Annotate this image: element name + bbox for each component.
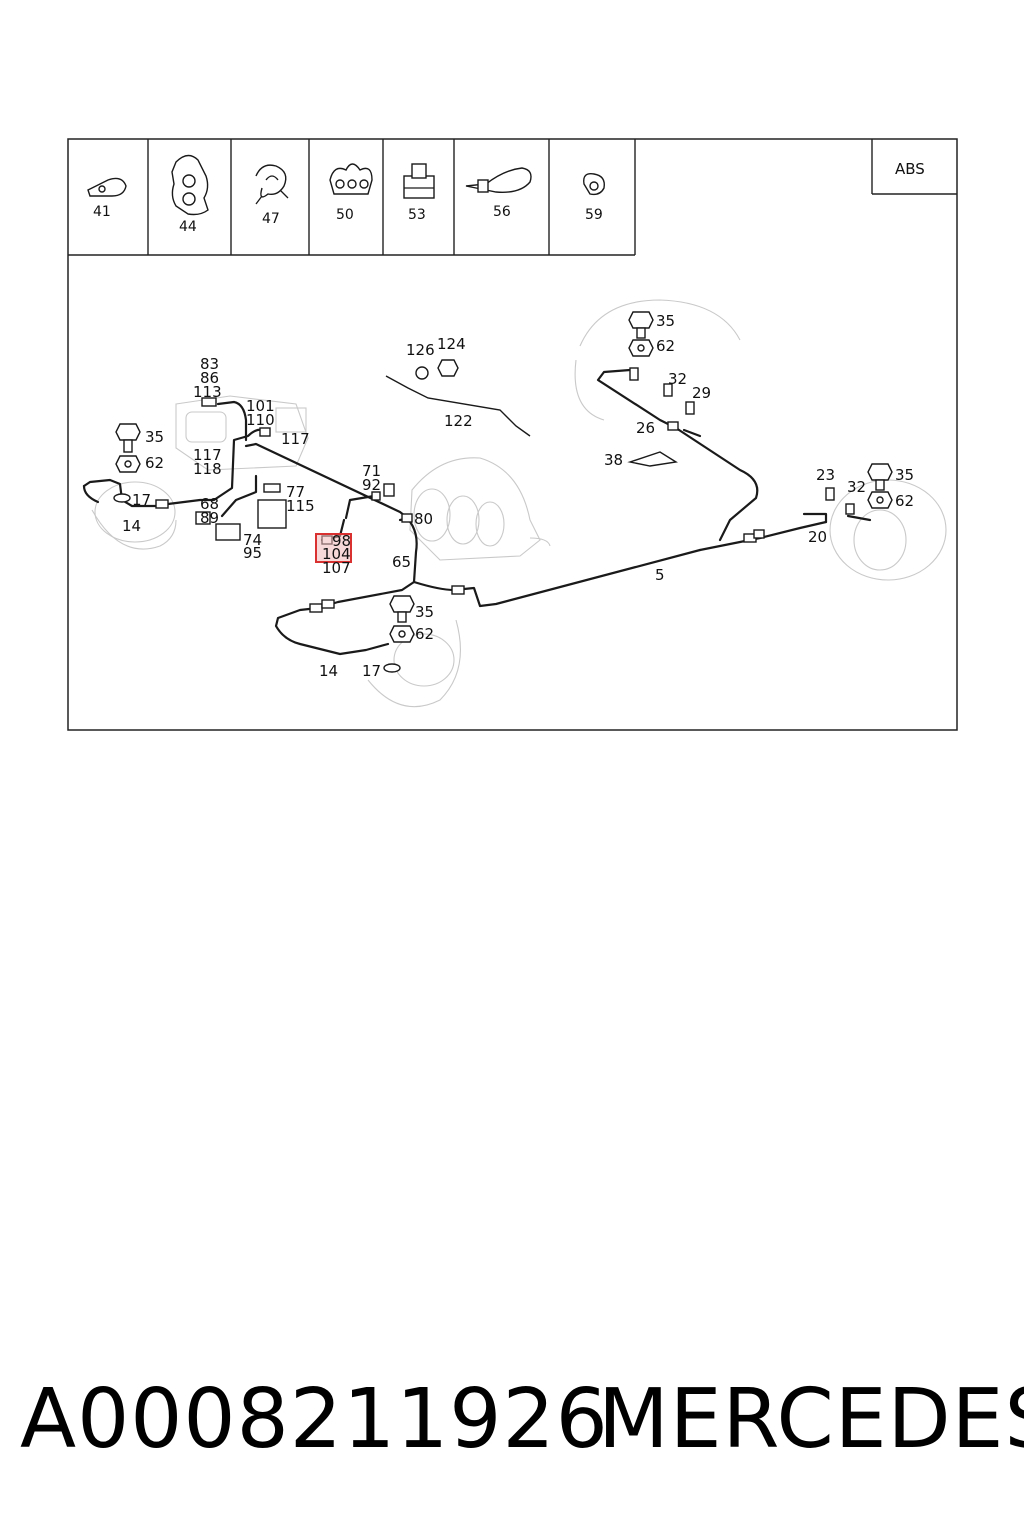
callout-17-left: 17	[132, 491, 151, 509]
legend-number-56: 56	[493, 204, 511, 220]
callout-95: 95	[243, 544, 262, 562]
callout-118: 118	[193, 460, 222, 478]
callout-23: 23	[816, 466, 835, 484]
callout-104: 104	[322, 545, 351, 563]
callout-5: 5	[655, 566, 665, 584]
callout-89: 89	[200, 509, 219, 527]
background-components	[91, 299, 947, 708]
diagram-frame	[67, 138, 958, 731]
part-number: A0008211926	[20, 1372, 609, 1467]
callout-20: 20	[808, 528, 827, 546]
abs-tag: ABS	[871, 139, 957, 195]
callout-35-upper-right: 35	[656, 312, 675, 330]
callout-62-upper-right: 62	[656, 337, 675, 355]
callout-117-lower: 117	[193, 446, 222, 464]
callout-35-rear-left: 35	[415, 603, 434, 621]
callout-126: 126	[406, 341, 435, 359]
abs-label: ABS	[895, 160, 925, 178]
spring-clip-icon	[255, 164, 289, 205]
clip-legend: 41 44 47 50 53	[68, 139, 636, 256]
callout-74: 74	[243, 531, 262, 549]
callout-80: 80	[414, 510, 433, 528]
callout-124: 124	[437, 335, 466, 353]
cable-tie-icon	[465, 167, 532, 193]
snap-clip-icon	[583, 173, 605, 196]
callout-117-upper: 117	[281, 430, 310, 448]
callout-107: 107	[322, 559, 351, 577]
callout-14-rear-left: 14	[319, 662, 338, 680]
hardware-parts	[113, 311, 893, 673]
callout-17-rear-left: 17	[362, 662, 381, 680]
callout-68: 68	[200, 495, 219, 513]
callout-32-lower: 32	[847, 478, 866, 496]
legend-number-44: 44	[179, 219, 197, 235]
legend-number-50: 50	[336, 207, 354, 223]
caption: A0008211926 MERCEDES	[0, 1370, 1024, 1480]
callout-101: 101	[246, 397, 275, 415]
callout-labels: 83 86 113 101 110 117 35 62 117 118 17 1…	[122, 312, 914, 680]
callout-86: 86	[200, 369, 219, 387]
multi-pipe-clip-icon	[329, 163, 373, 195]
callout-92: 92	[362, 476, 381, 494]
callout-62-rear-left: 62	[415, 625, 434, 643]
bracket-clip-icon	[403, 163, 435, 199]
legend-number-47: 47	[262, 211, 280, 227]
callout-98: 98	[332, 532, 351, 550]
callout-77: 77	[286, 483, 305, 501]
legend-number-41: 41	[93, 204, 111, 220]
p-clip-icon	[87, 177, 127, 197]
callout-113: 113	[193, 383, 222, 401]
callout-115: 115	[286, 497, 315, 515]
callout-83: 83	[200, 355, 219, 373]
callout-29: 29	[692, 384, 711, 402]
callout-65: 65	[392, 553, 411, 571]
callout-14-left: 14	[122, 517, 141, 535]
callout-35-rear-right: 35	[895, 466, 914, 484]
callout-110: 110	[246, 411, 275, 429]
callout-38: 38	[604, 451, 623, 469]
brand-name: MERCEDES	[598, 1372, 1024, 1467]
callout-62-left: 62	[145, 454, 164, 472]
callout-71: 71	[362, 462, 381, 480]
callout-32-upper: 32	[668, 370, 687, 388]
callout-122: 122	[444, 412, 473, 430]
callout-35-left: 35	[145, 428, 164, 446]
callout-26: 26	[636, 419, 655, 437]
callout-62-rear-right: 62	[895, 492, 914, 510]
legend-number-53: 53	[408, 207, 426, 223]
highlight-box	[315, 533, 352, 563]
double-pipe-clip-icon	[171, 154, 209, 216]
legend-number-59: 59	[585, 207, 603, 223]
